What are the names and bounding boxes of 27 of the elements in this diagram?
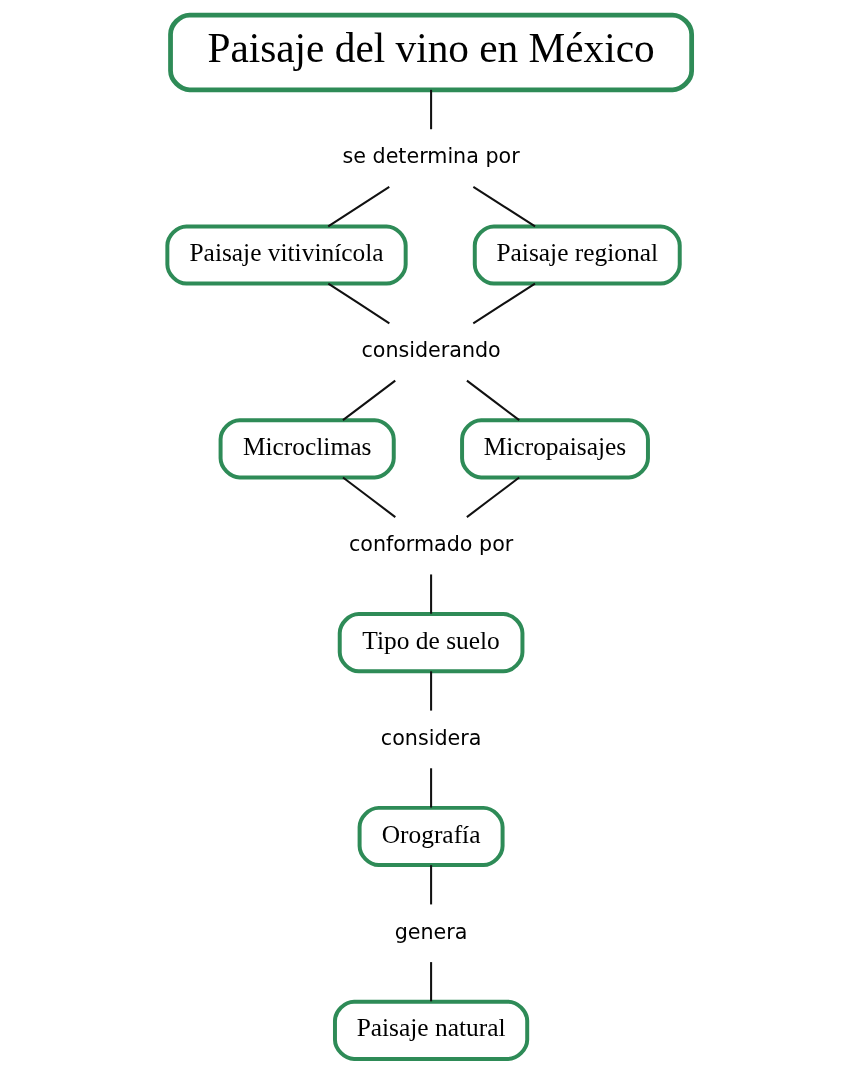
node-box: Paisaje natural [333, 999, 530, 1061]
connector [342, 379, 396, 421]
connector [430, 962, 433, 1002]
connector [472, 282, 536, 325]
connector [430, 89, 433, 130]
connector [342, 476, 396, 518]
node-box: Paisaje del vino en México [168, 12, 695, 93]
node-text: se determina por [342, 144, 520, 169]
node-box: Microclimas [218, 418, 396, 480]
node-text: considerando [361, 338, 501, 363]
connector [466, 476, 520, 518]
connector [430, 865, 433, 905]
node-box: Micropaisajes [460, 418, 650, 480]
connector [466, 379, 520, 421]
node-box: Tipo de suelo [337, 612, 525, 674]
connector [327, 185, 390, 228]
connector [327, 282, 390, 325]
node-text: conformado por [348, 532, 514, 557]
node-text: considera [380, 725, 482, 750]
node-box: Orografía [357, 805, 505, 868]
connector [430, 768, 433, 808]
connector [472, 185, 536, 228]
node-box: Paisaje regional [472, 224, 682, 286]
node-text: genera [394, 919, 468, 944]
connector [430, 671, 433, 711]
connector [430, 574, 433, 614]
node-box: Paisaje vitivinícola [165, 224, 408, 286]
